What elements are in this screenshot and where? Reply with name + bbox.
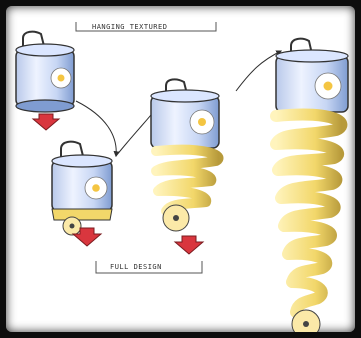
daisy-icon: [85, 177, 107, 199]
flow-arrow-3: [236, 51, 281, 91]
wheel-icon: [163, 205, 189, 231]
wheel-icon: [63, 217, 81, 235]
can-1: [16, 32, 74, 112]
spiral-spring-icon: [156, 150, 219, 211]
can-2: [52, 142, 112, 235]
daisy-icon: [51, 68, 71, 88]
down-arrow-icon: [33, 114, 59, 130]
daisy-icon: [190, 110, 214, 134]
down-arrow-icon: [175, 236, 203, 254]
caption-text: FULL DESIGN: [110, 263, 162, 271]
sketch-sheet: HANGING TEXTURED: [6, 6, 355, 332]
spiral-spring-icon: [276, 115, 341, 312]
title-text: HANGING TEXTURED: [92, 23, 167, 31]
bottom-caption: FULL DESIGN: [96, 261, 202, 273]
title-label: HANGING TEXTURED: [76, 22, 216, 31]
daisy-icon: [315, 73, 341, 99]
flow-arrow-1: [76, 101, 116, 156]
can-3: [151, 79, 219, 231]
can-4: [276, 39, 348, 332]
concept-sketch: HANGING TEXTURED: [6, 6, 355, 332]
